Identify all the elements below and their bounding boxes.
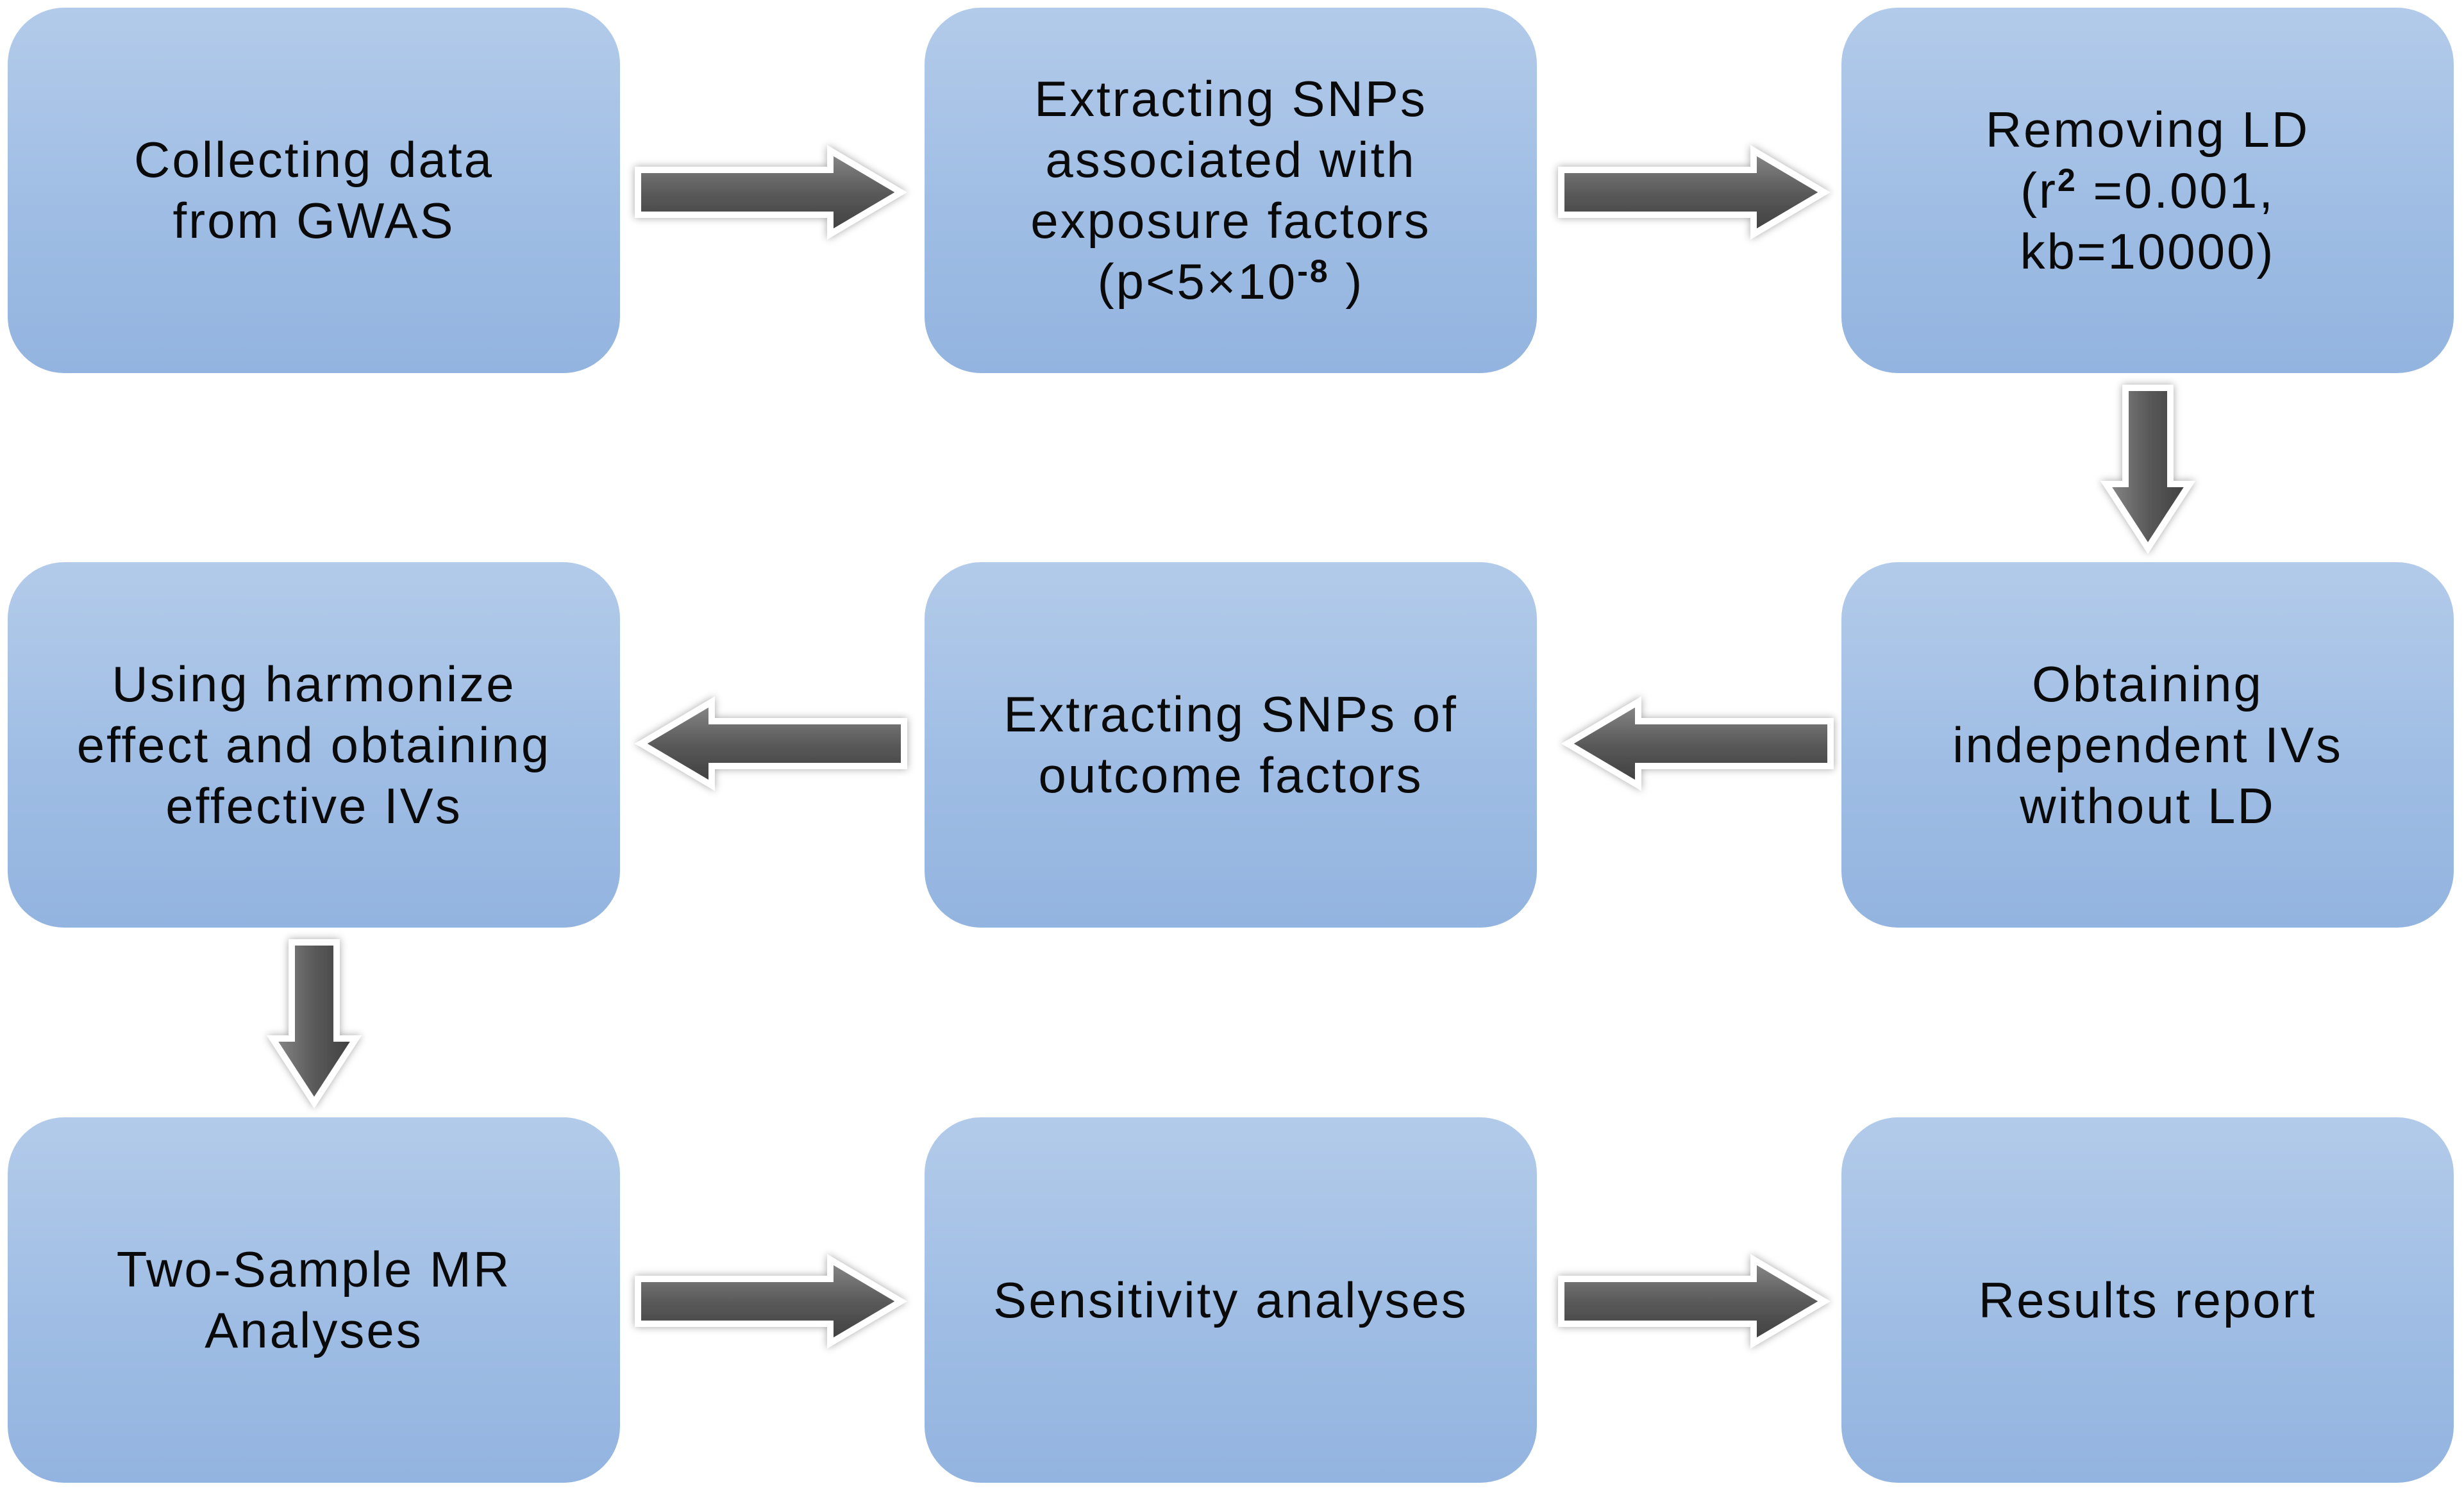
arrow-harmonize-to-mr-icon: [266, 939, 362, 1109]
arrow-collecting-to-extracting-icon: [635, 145, 907, 240]
step-label-line: effect and obtaining: [76, 716, 551, 773]
step-label-line: Removing LD: [1985, 101, 2310, 158]
step-sensitivity-analyses: Sensitivity analyses: [925, 1117, 1537, 1483]
step-label-line: Extracting SNPs of: [1003, 686, 1458, 742]
step-label-line: Analyses: [205, 1302, 423, 1358]
step-extracting-snps-outcome: Extracting SNPs of outcome factors: [925, 562, 1537, 928]
step-label-line: Sensitivity analyses: [993, 1271, 1468, 1328]
arrow-obtaining-to-outcome-icon: [1561, 696, 1834, 791]
step-label-line: Two-Sample MR: [116, 1241, 512, 1297]
r2-threshold: (r2 =0.001,: [1986, 160, 2310, 221]
step-label-line: Results report: [1978, 1271, 2317, 1328]
p-threshold-suffix: ): [1329, 253, 1364, 310]
step-label-line: Obtaining: [2032, 655, 2263, 712]
step-label-line: exposure factors: [1030, 192, 1431, 249]
arrow-mr-to-sensitivity-icon: [635, 1254, 907, 1349]
step-label-line: effective IVs: [165, 777, 462, 834]
step-label-line: outcome factors: [1038, 747, 1423, 803]
step-harmonize-effect: Using harmonize effect and obtaining eff…: [8, 562, 620, 928]
step-results-report: Results report: [1841, 1117, 2454, 1483]
step-two-sample-mr: Two-Sample MR Analyses: [8, 1117, 620, 1483]
step-label-line: independent IVs: [1952, 716, 2343, 773]
step-extracting-snps-exposure: Extracting SNPs associated with exposure…: [925, 8, 1537, 373]
arrow-outcome-to-harmonize-icon: [635, 696, 907, 791]
r2-exponent: 2: [2058, 162, 2077, 198]
step-label-line: from GWAS: [172, 192, 455, 249]
step-collecting-data: Collecting data from GWAS: [8, 8, 620, 373]
step-label-line: Collecting data: [134, 131, 494, 188]
r2-suffix: =0.001,: [2077, 162, 2275, 219]
arrow-sensitivity-to-results-icon: [1558, 1254, 1831, 1349]
step-label-line: without LD: [2020, 777, 2275, 834]
p-threshold-prefix: (p<5×10: [1097, 253, 1298, 310]
kb-window: kb=10000): [2020, 222, 2275, 279]
step-label-line: Extracting SNPs: [1034, 71, 1427, 127]
step-label-line: associated with: [1045, 131, 1416, 188]
step-obtaining-independent-ivs: Obtaining independent IVs without LD: [1841, 562, 2454, 928]
step-label-line: Using harmonize: [112, 655, 516, 712]
r2-prefix: (r: [2020, 162, 2058, 219]
p-threshold-exponent: -8: [1297, 253, 1330, 289]
arrow-removing-to-obtaining-icon: [2100, 385, 2196, 555]
arrow-extracting-to-removing-icon: [1558, 145, 1831, 240]
step-removing-ld: Removing LD (r2 =0.001, kb=10000): [1841, 8, 2454, 373]
p-threshold: (p<5×10-8 ): [1030, 251, 1431, 312]
